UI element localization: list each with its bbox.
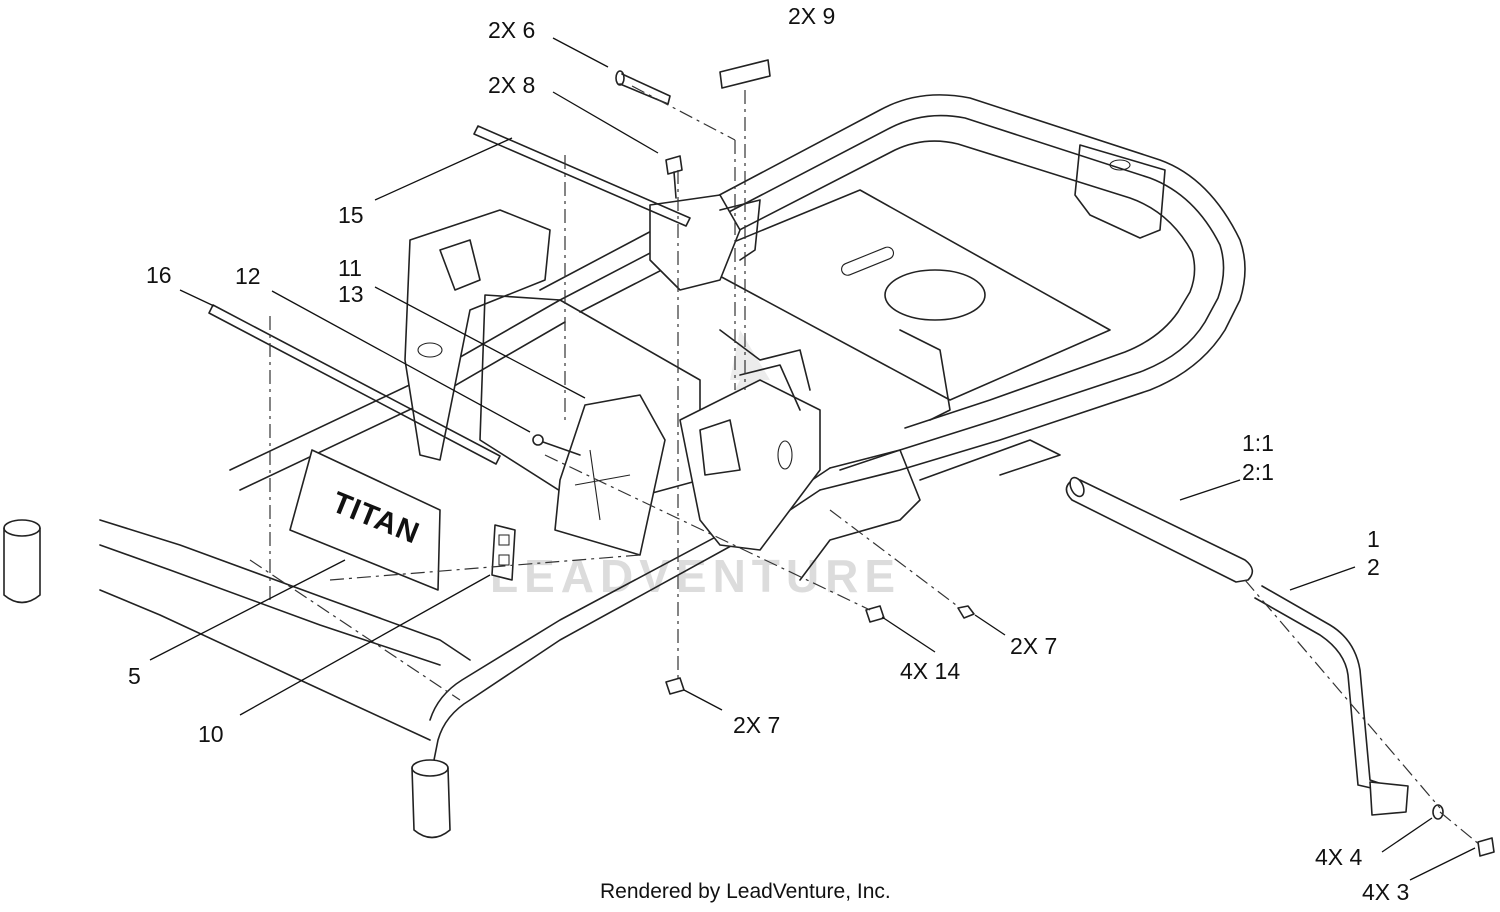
callout-16: 16	[146, 262, 172, 288]
callout-2x7-right: 2X 7	[1010, 633, 1057, 659]
callout-12: 12	[235, 263, 261, 289]
nut-part-7-right	[957, 605, 975, 619]
callout-4x14: 4X 14	[900, 658, 960, 684]
pin-part-6	[615, 70, 671, 105]
titan-decal-plate: TITAN	[289, 449, 441, 591]
callout-15: 15	[338, 202, 364, 228]
callouts: 2X 6 2X 9 2X 8 15 16 12 11 13 1:1 2:1 1 …	[128, 3, 1409, 905]
callout-2x8: 2X 8	[488, 72, 535, 98]
callout-2x7-bottom: 2X 7	[733, 712, 780, 738]
callout-11: 11	[338, 255, 362, 281]
construction-lines	[249, 85, 1481, 846]
callout-2x9: 2X 9	[788, 3, 835, 29]
warning-decal	[491, 524, 516, 581]
callout-4x3: 4X 3	[1362, 879, 1409, 905]
handle-part-1	[1254, 585, 1495, 857]
watermark-text: LEADVENTURE	[490, 550, 901, 602]
bolt-part-14	[865, 605, 885, 623]
hydro-shield	[554, 394, 666, 556]
callout-2x6: 2X 6	[488, 17, 535, 43]
screw-part-12	[532, 434, 581, 456]
callout-2-1: 2:1	[1242, 459, 1274, 485]
callout-13: 13	[338, 281, 364, 307]
callout-2: 2	[1367, 554, 1380, 580]
strap-part-15	[473, 125, 691, 227]
pump-bracket-right	[679, 364, 821, 551]
footer-credit: Rendered by LeadVenture, Inc.	[600, 880, 891, 903]
callout-1: 1	[1367, 526, 1380, 552]
callout-5: 5	[128, 663, 141, 689]
callout-1-1: 1:1	[1242, 430, 1274, 456]
callout-4x4: 4X 4	[1315, 844, 1363, 870]
callout-10: 10	[198, 721, 224, 747]
strap-part-16	[208, 304, 501, 465]
control-bracket	[649, 194, 741, 291]
grip-part-1-1	[1065, 476, 1254, 583]
nut-part-7-bottom	[665, 677, 685, 695]
bolt-part-8	[665, 155, 683, 199]
plate-part-9	[719, 59, 771, 89]
leader-lines	[149, 37, 1476, 881]
engine-deck	[689, 189, 1111, 421]
